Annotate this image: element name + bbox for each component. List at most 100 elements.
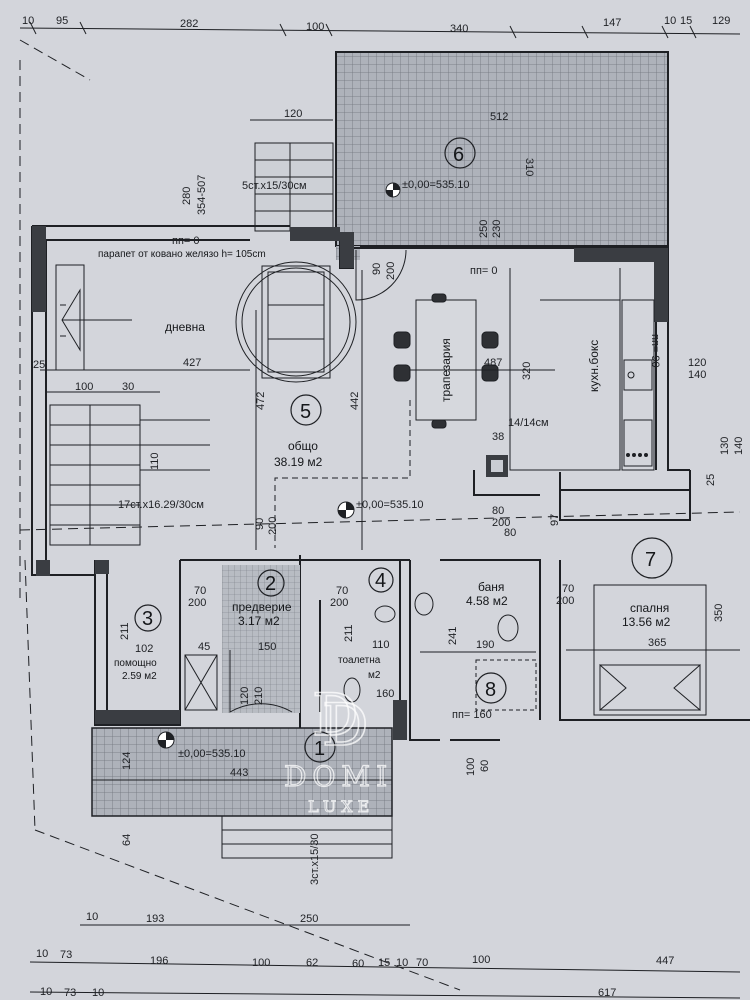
bottom1-dim-2: 193 bbox=[146, 913, 164, 925]
dim-200c: 200 bbox=[492, 517, 510, 529]
dim-190: 190 bbox=[476, 639, 494, 651]
utility-shelving bbox=[184, 654, 218, 711]
common-dashed-zone bbox=[274, 400, 411, 548]
stair-h1-dim: 280 bbox=[181, 187, 193, 205]
dim-200f: 200 bbox=[556, 595, 574, 607]
dim-211a: 211 bbox=[119, 622, 131, 640]
dim-365: 365 bbox=[648, 637, 666, 649]
bottom3-dim-4: 617 bbox=[598, 987, 616, 999]
dim-70a: 70 bbox=[194, 585, 206, 597]
wall-pier-5 bbox=[95, 710, 180, 724]
top-staircase bbox=[250, 119, 334, 232]
dim-100: 100 bbox=[465, 758, 477, 776]
common-room-number: 5 bbox=[300, 401, 311, 423]
utility-room-area: 2.59 м2 bbox=[122, 671, 157, 682]
bottom1-dim-1: 10 bbox=[86, 911, 98, 923]
top-dim-7: 10 bbox=[664, 15, 676, 27]
wall-pier-2 bbox=[340, 232, 354, 268]
dim-97: 97 bbox=[549, 514, 561, 526]
level-floor-4: пп= 160 bbox=[452, 709, 492, 721]
terrace-door-swing bbox=[355, 249, 407, 301]
bedroom-marker bbox=[631, 537, 673, 579]
bottom3-dim-2: 73 bbox=[64, 987, 76, 999]
dim-200d: 200 bbox=[188, 597, 206, 609]
dining-table bbox=[393, 293, 499, 429]
wall-pier-7 bbox=[36, 560, 50, 576]
dim-120b: 120 bbox=[239, 687, 251, 705]
bottom2-dim-10: 100 bbox=[472, 954, 490, 966]
common-room-area: 38.19 м2 bbox=[274, 455, 323, 469]
dim-110: 110 bbox=[372, 639, 390, 651]
left-staircase bbox=[49, 404, 210, 546]
dim-80b: 80 bbox=[504, 527, 516, 539]
wc-toilet bbox=[343, 677, 361, 703]
watermark-monogram-2: D bbox=[322, 691, 369, 759]
terrace-room-number: 6 bbox=[453, 144, 464, 166]
kitchen-label: кухн.бокс bbox=[587, 340, 601, 392]
bottom2-dim-2: 73 bbox=[60, 949, 72, 961]
parapet-note: парапет от ковано желязо h= 105cm bbox=[98, 249, 266, 260]
top-dim-9: 129 bbox=[712, 15, 730, 27]
dim-350: 350 bbox=[713, 604, 725, 622]
dim-80: 80 bbox=[492, 505, 504, 517]
bath-toilet bbox=[497, 614, 519, 642]
bottom2-dim-1: 10 bbox=[36, 948, 48, 960]
entry-door-swing bbox=[229, 650, 293, 713]
terrace-width-dim: 512 bbox=[490, 111, 508, 123]
level-floor-3: пп= 90 bbox=[649, 334, 661, 368]
watermark-monogram: D bbox=[312, 681, 359, 749]
dim-60: 60 bbox=[479, 760, 491, 772]
entry-dim-64: 64 bbox=[121, 834, 133, 846]
dim-200: 200 bbox=[385, 262, 397, 280]
bottom1-dim-3: 250 bbox=[300, 913, 318, 925]
kitchen-height-dim: 320 bbox=[521, 362, 533, 380]
entry-dim-443: 443 bbox=[230, 767, 248, 779]
bed bbox=[593, 584, 707, 716]
wall-pier-6 bbox=[393, 700, 407, 740]
bath-room-area: 4.58 м2 bbox=[466, 594, 508, 608]
common-room-marker bbox=[290, 394, 322, 426]
dining-height-dim: 442 bbox=[349, 392, 361, 410]
fireplace-unit bbox=[55, 264, 132, 371]
top-dim-5: 340 bbox=[450, 23, 468, 35]
bedroom-number: 7 bbox=[645, 549, 656, 571]
chimney-spec: 14/14см bbox=[508, 417, 549, 429]
top-dim-3: 282 bbox=[180, 18, 198, 30]
wall-corner-nw bbox=[32, 226, 46, 312]
hall-room-name: предверие bbox=[232, 600, 292, 614]
dim-70c: 70 bbox=[562, 583, 574, 595]
top-dim-6: 147 bbox=[603, 17, 621, 29]
wall-pier-8 bbox=[95, 560, 109, 574]
entry-level: ±0,00=535.10 bbox=[178, 748, 246, 760]
sofa bbox=[235, 261, 357, 383]
entry-porch-tiles bbox=[91, 727, 393, 817]
dim-120: 120 bbox=[688, 357, 706, 369]
living-room-label: дневна bbox=[165, 320, 205, 334]
stair-width-dim: 120 bbox=[284, 108, 302, 120]
dim-102: 102 bbox=[135, 643, 153, 655]
wall-pier-1 bbox=[290, 227, 340, 241]
dim-241: 241 bbox=[447, 627, 459, 645]
left-dim-30: 30 bbox=[122, 381, 134, 393]
dim-200e: 200 bbox=[330, 597, 348, 609]
wc-room-name: тоалетна bbox=[338, 655, 381, 666]
wc-dim-160: 160 bbox=[376, 688, 394, 700]
dim-38: 38 bbox=[492, 431, 504, 443]
dim-90: 90 bbox=[371, 263, 383, 275]
dim-45: 45 bbox=[198, 641, 210, 653]
dim-200b: 200 bbox=[267, 517, 279, 535]
utility-room-name: помощно bbox=[114, 658, 157, 669]
dim-140: 140 bbox=[688, 369, 706, 381]
entry-room-number: 1 bbox=[314, 738, 325, 760]
left-dim-100: 100 bbox=[75, 381, 93, 393]
hall-floor-tiles bbox=[222, 565, 300, 713]
watermark-brand: DOMI bbox=[284, 760, 393, 793]
terrace-level: ±0,00=535.10 bbox=[402, 179, 470, 191]
bedroom-name: спалня bbox=[630, 601, 669, 615]
top-dimension-chain bbox=[19, 21, 741, 39]
wc-room-number: 4 bbox=[375, 570, 386, 592]
level-floor-2: пп= 0 bbox=[470, 265, 498, 277]
bottom2-dim-4: 100 bbox=[252, 957, 270, 969]
wall-pier-4 bbox=[654, 262, 668, 322]
